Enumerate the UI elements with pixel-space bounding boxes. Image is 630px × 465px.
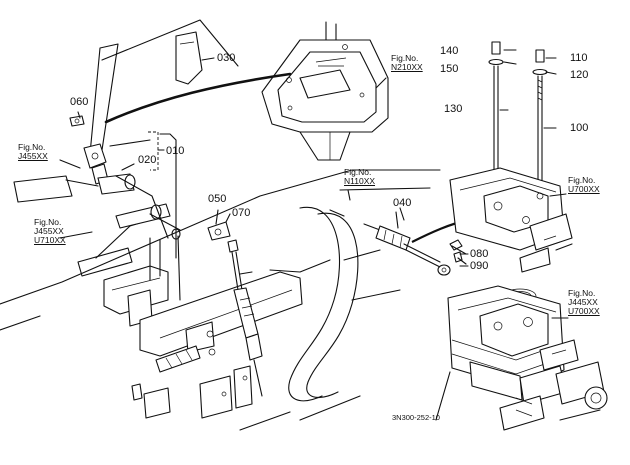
fig-ref-number: N110XX: [344, 175, 376, 186]
callout-110: 110: [570, 52, 588, 64]
fig-ref-label: Fig.No.: [568, 175, 596, 185]
fig-ref-label: Fig.No.: [391, 53, 419, 63]
throttle-cable: [207, 209, 263, 397]
callout-090: 090: [470, 260, 489, 272]
fig-ref-j455xx-u710xx: Fig.No. J455XX U710XX: [34, 218, 66, 245]
frame-panel: [0, 169, 441, 431]
callout-020: 020: [138, 154, 157, 166]
callout-030: 030: [217, 52, 236, 64]
fig-ref-j455xx: Fig.No. J455XX: [18, 143, 48, 161]
fig-ref-n210xx: Fig.No. N210XX: [391, 54, 423, 72]
fender-housing: [261, 21, 389, 161]
fig-ref-number: U700XX: [568, 183, 600, 194]
fig-ref-number: J455XX: [18, 150, 48, 161]
hand-lever: [69, 19, 239, 195]
callout-140: 140: [440, 45, 459, 57]
fig-ref-number: N210XX: [391, 61, 423, 72]
callout-050: 050: [208, 193, 227, 205]
callout-100: 100: [570, 122, 589, 134]
callout-130: 130: [444, 103, 463, 115]
fig-ref-label: Fig.No.: [568, 288, 596, 298]
callout-150: 150: [440, 63, 459, 75]
control-cable: [363, 211, 469, 276]
fig-ref-j445xx-u700xx: Fig.No. J445XX U700XX: [568, 289, 600, 316]
callout-070: 070: [232, 207, 251, 219]
fig-ref-u700xx: Fig.No. U700XX: [568, 176, 600, 194]
callout-080: 080: [470, 248, 489, 260]
pedal-linkage: [13, 175, 181, 327]
fig-ref-number: J455XX: [34, 225, 64, 236]
fig-ref-number-2: U710XX: [34, 234, 66, 245]
leader-lines-left: [77, 57, 215, 171]
fig-ref-number-2: U700XX: [568, 305, 600, 316]
fig-ref-n110xx: Fig.No. N110XX: [344, 168, 375, 186]
fig-ref-number: J445XX: [568, 296, 598, 307]
callout-120: 120: [570, 69, 589, 81]
drawing-code: 3N300-252-10: [392, 413, 440, 422]
fig-ref-label: Fig.No.: [34, 217, 62, 227]
loop-hose: [288, 187, 431, 402]
callout-040: 040: [393, 197, 412, 209]
figure-ref-leaders: [59, 77, 569, 319]
valve-block-lower: [435, 285, 608, 431]
fig-ref-label: Fig.No.: [344, 167, 372, 177]
fig-ref-label: Fig.No.: [18, 142, 46, 152]
callout-060: 060: [70, 96, 89, 108]
callout-010: 010: [166, 145, 185, 157]
rod-assembly: [488, 41, 557, 191]
valve-block-upper: [449, 167, 573, 273]
